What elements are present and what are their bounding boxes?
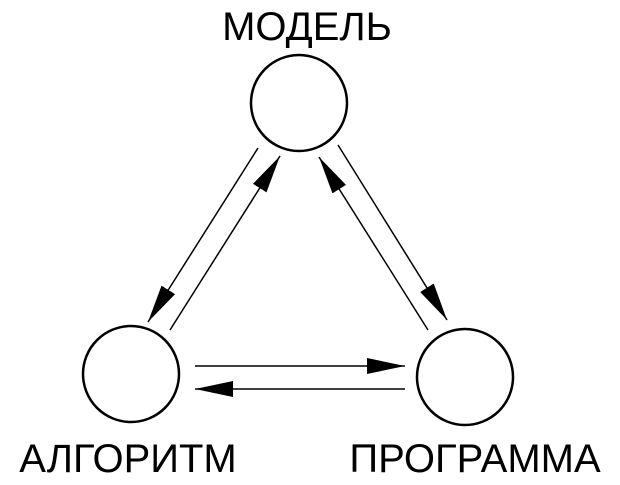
- node-label-program: ПРОГРАММА: [349, 437, 601, 481]
- edge-algorithm-to-model: [169, 155, 281, 331]
- node-circle-algorithm: [81, 324, 181, 424]
- edge-model-to-algorithm: [147, 147, 259, 323]
- edge-model-to-program: [337, 144, 448, 321]
- node-circle-program: [415, 327, 515, 427]
- node-label-model: МОДЕЛЬ: [222, 5, 392, 49]
- edge-program-to-model: [318, 156, 429, 331]
- node-label-algorithm: АЛГОРИТМ: [19, 437, 237, 481]
- node-circle-model: [249, 53, 349, 153]
